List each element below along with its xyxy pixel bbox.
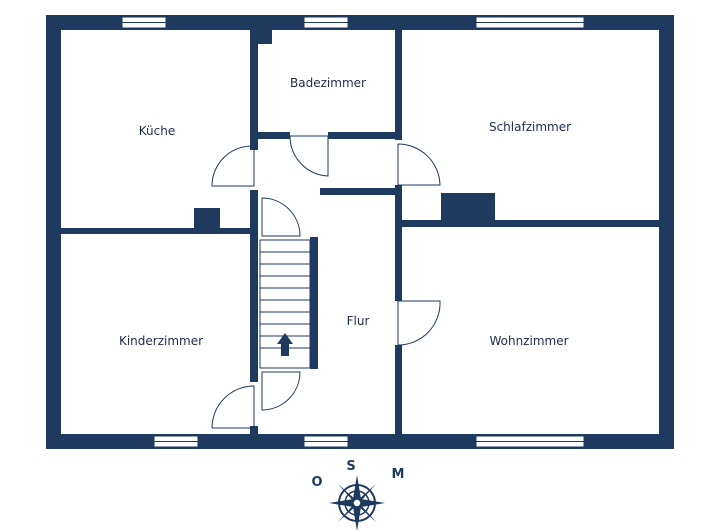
room-label-badezimmer: Badezimmer — [290, 76, 366, 90]
wall-bad-corner — [258, 30, 272, 44]
room-label-flur: Flur — [347, 314, 370, 328]
chimney-kueche — [194, 208, 220, 230]
wall-schlaf-south — [395, 220, 659, 227]
door-schlaf — [397, 143, 441, 186]
door-stair — [261, 197, 301, 237]
wall-kueche-east-upper — [250, 30, 258, 150]
room-label-kueche: Küche — [139, 124, 175, 138]
door-kinder — [211, 385, 255, 429]
exterior-wall-left — [46, 15, 61, 449]
compass-label-right: M — [392, 467, 405, 482]
door-flur-bottom — [261, 371, 301, 411]
door-wohn — [397, 300, 441, 346]
wall-bad-south-left — [258, 132, 290, 139]
wall-kinder-east-bottom — [250, 426, 258, 436]
door-kueche — [211, 145, 255, 187]
wall-wohn-west-upper — [395, 227, 402, 301]
door-bad — [289, 135, 329, 177]
stair-direction-arrow-icon — [277, 333, 293, 356]
wall-kinder-east — [250, 232, 258, 382]
room-label-kinderzimmer: Kinderzimmer — [119, 334, 203, 348]
chimney-schlaf — [441, 193, 495, 223]
wall-bad-south-right — [328, 132, 402, 139]
wall-kueche-south — [61, 228, 258, 234]
wall-bad-east — [395, 30, 402, 140]
room-label-wohnzimmer: Wohnzimmer — [489, 334, 568, 348]
room-label-schlafzimmer: Schlafzimmer — [489, 120, 571, 134]
wall-schlaf-west-lower — [395, 185, 402, 222]
compass-label-top: S — [346, 459, 355, 474]
compass-label-left: O — [311, 475, 322, 490]
exterior-wall-right — [659, 15, 674, 449]
compass-icon — [329, 475, 385, 530]
wall-stair-east — [310, 237, 318, 369]
wall-wohn-west-lower — [395, 345, 402, 437]
wall-flur-partition — [320, 188, 396, 195]
wall-kueche-east-lower — [250, 190, 258, 232]
